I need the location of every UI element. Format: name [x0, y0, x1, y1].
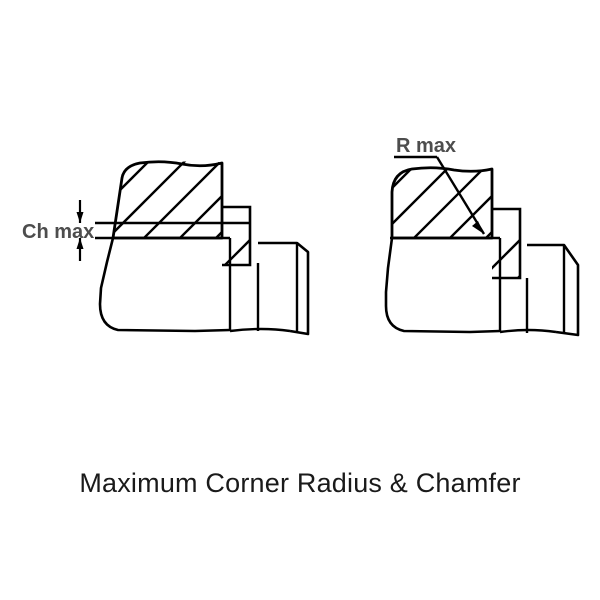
radius-label: R max [396, 135, 456, 157]
radius-leader-line [435, 156, 486, 235]
chamfer-panel: Ch max [22, 160, 310, 336]
radius-hatch-step [492, 209, 520, 278]
chamfer-hatch-main [113, 160, 222, 238]
radius-outer-ring [527, 243, 580, 337]
figure-caption: Maximum Corner Radius & Chamfer [79, 468, 521, 498]
radius-dimension [394, 155, 486, 235]
radius-panel: R max [384, 135, 580, 337]
chamfer-step-outline [222, 205, 252, 267]
chamfer-outer-ring [258, 241, 310, 336]
radius-housing-outline [384, 236, 502, 334]
chamfer-dimension [76, 200, 84, 261]
chamfer-ring-outline [111, 160, 224, 240]
radius-ring-outline [390, 166, 494, 240]
radius-lower-block-base [499, 328, 557, 334]
radius-arrow-icon [472, 221, 484, 234]
radius-step-outline [492, 207, 522, 280]
chamfer-arrow-down-icon [76, 212, 84, 223]
chamfer-hatch-step [222, 207, 250, 265]
radius-hatch-main [392, 167, 492, 238]
chamfer-lower-block-base [229, 327, 291, 333]
chamfer-arrow-up-icon [76, 238, 84, 249]
chamfer-label: Ch max [22, 221, 94, 243]
chamfer-housing-outline [98, 236, 232, 333]
